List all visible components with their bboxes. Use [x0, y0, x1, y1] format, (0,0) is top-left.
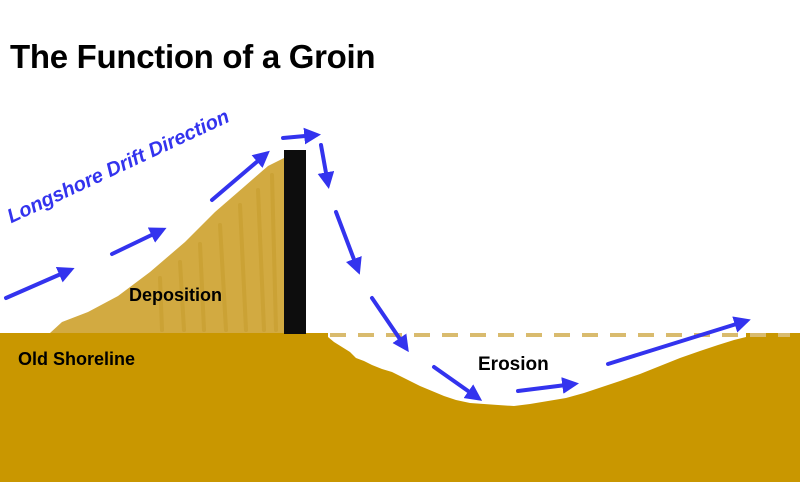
deposition-label: Deposition [129, 285, 222, 305]
drift-arrow [317, 143, 335, 189]
erosion-label: Erosion [478, 354, 549, 375]
drift-arrow [370, 296, 409, 353]
drift-arrow [281, 127, 322, 145]
erosion-area [328, 333, 746, 406]
deposition-sand-texture [158, 173, 278, 332]
drift-arrow [210, 150, 270, 202]
page-title: The Function of a Groin [10, 38, 376, 75]
drift-arrow [432, 365, 483, 401]
drift-arrows [4, 127, 751, 401]
drift-arrow [334, 210, 362, 275]
old-shoreline-label: Old Shoreline [18, 349, 136, 369]
drift-arrow [4, 267, 75, 300]
deposition-sand [50, 158, 286, 333]
groin-structure [284, 150, 306, 334]
drift-arrow [516, 377, 580, 394]
drift-arrow [606, 316, 751, 366]
drift-arrow [110, 227, 167, 256]
